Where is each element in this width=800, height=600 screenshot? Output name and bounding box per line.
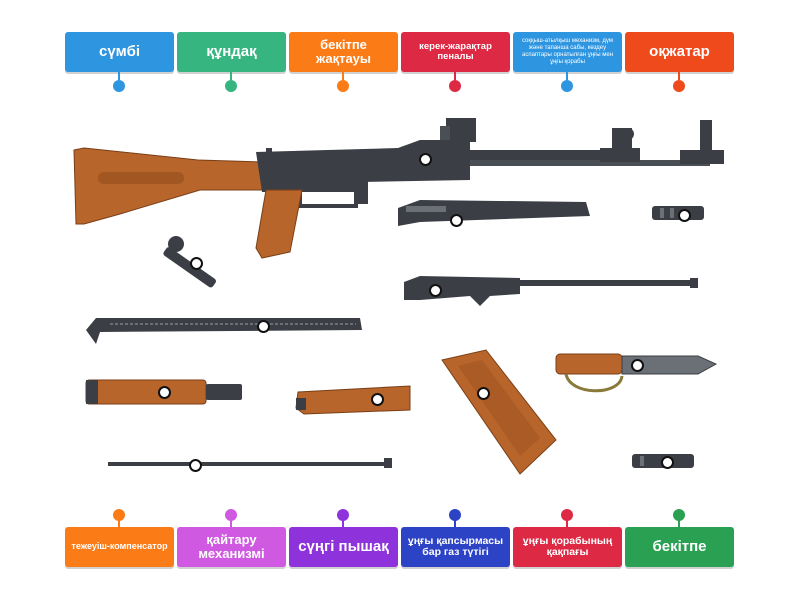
label-tile-top-6[interactable]: оқжатар bbox=[625, 32, 734, 72]
lower-handguard-part bbox=[85, 379, 242, 405]
marker-receiver-cover[interactable] bbox=[257, 320, 270, 333]
marker-rifle-receiver[interactable] bbox=[419, 153, 432, 166]
pin-stem-top-6 bbox=[678, 72, 680, 80]
upper-handguard-part bbox=[295, 385, 411, 415]
label-tile-bottom-3[interactable]: сүңгі пышақ bbox=[289, 527, 398, 567]
pin-stem-top-5 bbox=[566, 72, 568, 80]
pin-bottom-5 bbox=[561, 509, 573, 521]
marker-magazine[interactable] bbox=[477, 387, 490, 400]
pin-top-6 bbox=[673, 80, 685, 92]
cleaning-rod-part bbox=[108, 458, 392, 468]
bolt-part bbox=[163, 236, 216, 288]
pin-bottom-4 bbox=[449, 509, 461, 521]
marker-bolt[interactable] bbox=[190, 257, 203, 270]
marker-upper-handguard[interactable] bbox=[371, 393, 384, 406]
label-tile-bottom-2[interactable]: қайтару механизмі bbox=[177, 527, 286, 567]
pin-stem-bottom-4 bbox=[454, 519, 456, 527]
marker-cleaning-rod[interactable] bbox=[189, 459, 202, 472]
pin-top-2 bbox=[225, 80, 237, 92]
bolt-carrier-part bbox=[404, 276, 698, 306]
marker-bolt-carrier[interactable] bbox=[429, 284, 442, 297]
label-tile-bottom-1[interactable]: тежеуіш-компенсатор bbox=[65, 527, 174, 567]
pin-stem-bottom-1 bbox=[118, 519, 120, 527]
pin-stem-bottom-2 bbox=[230, 519, 232, 527]
pin-bottom-6 bbox=[673, 509, 685, 521]
label-tile-top-4[interactable]: керек-жарақтар пеналы bbox=[401, 32, 510, 72]
pin-bottom-1 bbox=[113, 509, 125, 521]
magazine-part bbox=[441, 349, 557, 475]
pin-stem-bottom-6 bbox=[678, 519, 680, 527]
pin-stem-bottom-3 bbox=[342, 519, 344, 527]
marker-lower-handguard[interactable] bbox=[158, 386, 171, 399]
pin-top-3 bbox=[337, 80, 349, 92]
marker-cleaning-kit[interactable] bbox=[661, 456, 674, 469]
bayonet-part bbox=[555, 353, 718, 393]
gas-tube-part bbox=[398, 200, 590, 226]
label-tile-top-1[interactable]: сүмбі bbox=[65, 32, 174, 72]
label-tile-top-2[interactable]: құндақ bbox=[177, 32, 286, 72]
marker-bayonet[interactable] bbox=[631, 359, 644, 372]
pin-top-1 bbox=[113, 80, 125, 92]
label-tile-bottom-5[interactable]: ұңғы қорабының қақпағы bbox=[513, 527, 622, 567]
pin-top-5 bbox=[561, 80, 573, 92]
label-tile-bottom-4[interactable]: ұңғы қапсырмасы бар газ түтігі bbox=[401, 527, 510, 567]
marker-muzzle-brake[interactable] bbox=[678, 209, 691, 222]
pin-stem-top-3 bbox=[342, 72, 344, 80]
pin-stem-bottom-5 bbox=[566, 519, 568, 527]
label-tile-top-5[interactable]: соққыш-атылқыш механизм, дүм және тапанш… bbox=[513, 32, 622, 72]
receiver-cover-part bbox=[86, 318, 362, 344]
pin-stem-top-1 bbox=[118, 72, 120, 80]
pin-top-4 bbox=[449, 80, 461, 92]
pin-bottom-2 bbox=[225, 509, 237, 521]
marker-gas-tube[interactable] bbox=[450, 214, 463, 227]
label-tile-top-3[interactable]: бекітпе жақтауы bbox=[289, 32, 398, 72]
pin-bottom-3 bbox=[337, 509, 349, 521]
label-tile-bottom-6[interactable]: бекітпе bbox=[625, 527, 734, 567]
pin-stem-top-2 bbox=[230, 72, 232, 80]
pin-stem-top-4 bbox=[454, 72, 456, 80]
assembled-rifle bbox=[73, 118, 724, 259]
